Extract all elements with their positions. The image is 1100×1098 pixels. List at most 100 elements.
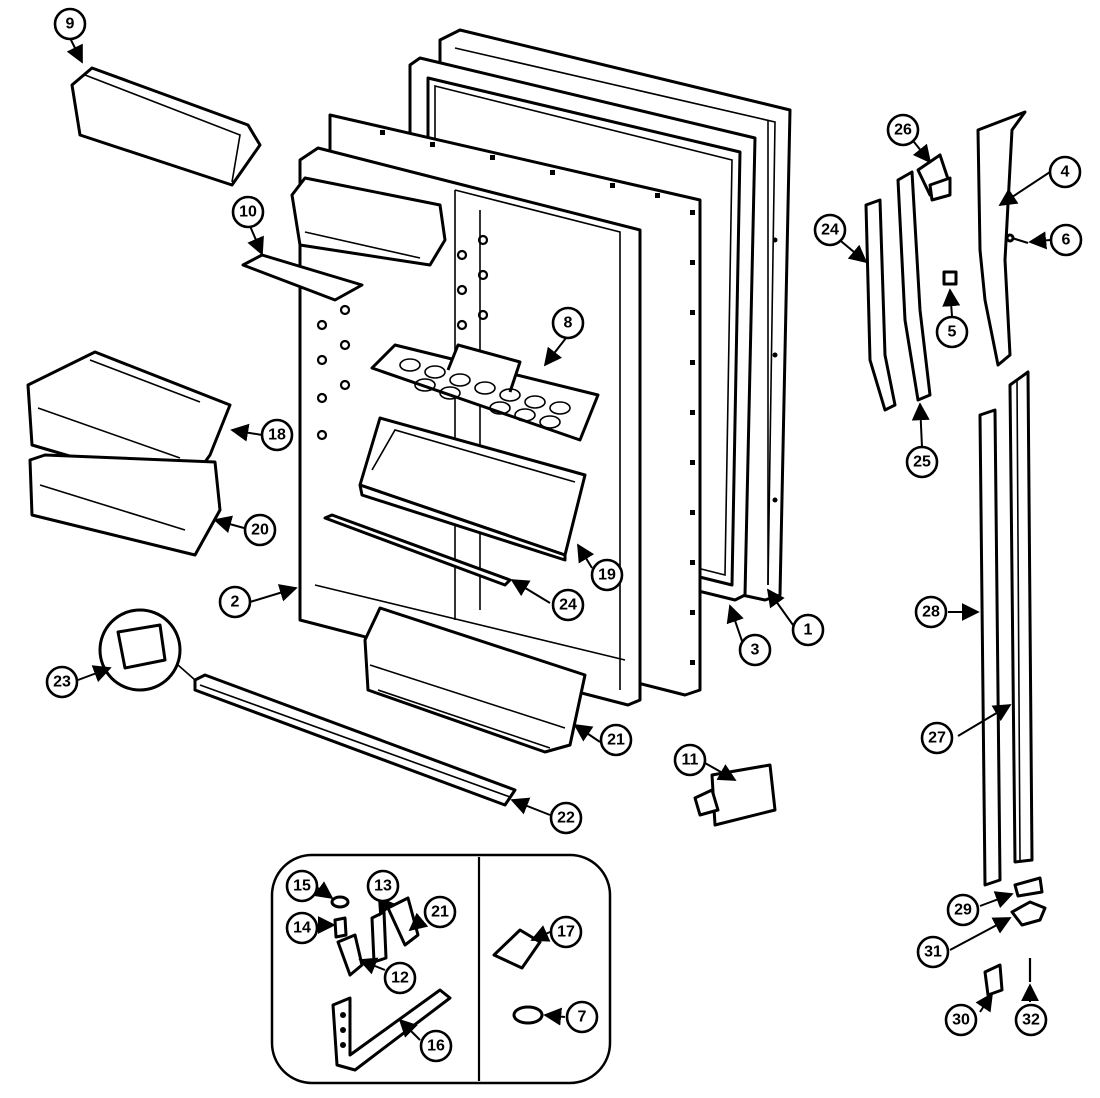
callout-14: 14: [285, 911, 319, 945]
svg-text:13: 13: [374, 878, 392, 895]
dairy-door: [70, 66, 262, 187]
plug-7: [512, 1005, 544, 1025]
callout-2: 2: [218, 585, 252, 619]
callout-28: 28: [914, 595, 948, 629]
svg-text:12: 12: [391, 970, 409, 987]
liner-trim-strip: [323, 513, 512, 587]
callout-26: 26: [886, 113, 920, 147]
callout-9: 9: [53, 7, 87, 41]
callout-7: 7: [565, 1000, 599, 1034]
svg-text:16: 16: [427, 1038, 445, 1055]
svg-text:27: 27: [928, 730, 946, 747]
svg-text:25: 25: [913, 454, 931, 471]
callout-21-shelf: 21: [599, 723, 633, 757]
leader-lines: [66, 37, 1051, 1041]
hinge-4: [976, 110, 1027, 367]
svg-text:20: 20: [251, 522, 269, 539]
dairy-door-handle: [241, 253, 364, 302]
svg-text:22: 22: [557, 810, 575, 827]
callout-16: 16: [419, 1029, 453, 1063]
callout-11: 11: [673, 743, 707, 777]
callout-29: 29: [946, 893, 980, 927]
bushing-14: [333, 916, 348, 939]
screw-6: [1005, 233, 1029, 245]
hinge-cover: [693, 763, 777, 827]
svg-text:10: 10: [239, 204, 257, 221]
callout-1: 1: [791, 613, 825, 647]
callout-12: 12: [383, 961, 417, 995]
callout-27: 27: [920, 721, 954, 755]
hinge-pin-plate-29: [1013, 876, 1044, 898]
svg-text:31: 31: [924, 944, 942, 961]
hinge-31: [1010, 900, 1047, 927]
svg-text:8: 8: [564, 315, 573, 332]
svg-text:4: 4: [1061, 164, 1070, 181]
svg-text:30: 30: [952, 1012, 970, 1029]
svg-text:23: 23: [53, 674, 71, 691]
hinge-cover-30: [983, 963, 1004, 997]
callout-21-inset: 21: [423, 895, 457, 929]
door-shelf-21: [363, 606, 587, 754]
callout-3: 3: [738, 633, 772, 667]
callout-24-handle: 24: [813, 213, 847, 247]
svg-text:24: 24: [559, 597, 577, 614]
svg-text:2: 2: [231, 594, 240, 611]
svg-text:21: 21: [431, 904, 449, 921]
bracket-21-inset: [386, 896, 420, 947]
svg-text:6: 6: [1062, 232, 1071, 249]
svg-text:11: 11: [682, 752, 699, 769]
shelf-bar-end-cap-detail: [98, 608, 196, 692]
hinge-17: [492, 928, 542, 970]
svg-text:14: 14: [293, 920, 311, 937]
callout-10: 10: [231, 195, 265, 229]
svg-text:21: 21: [607, 732, 625, 749]
callout-17: 17: [549, 915, 583, 949]
callout-25: 25: [905, 445, 939, 479]
svg-text:26: 26: [894, 122, 912, 139]
hardware-inset-box: [270, 853, 612, 1085]
callout-18: 18: [260, 418, 294, 452]
svg-text:1: 1: [804, 622, 813, 639]
svg-text:5: 5: [948, 324, 957, 341]
callout-30: 30: [944, 1003, 978, 1037]
callout-31: 31: [916, 935, 950, 969]
svg-text:19: 19: [598, 567, 616, 584]
svg-text:29: 29: [954, 902, 972, 919]
svg-text:32: 32: [1022, 1012, 1040, 1029]
callout-24-liner: 24: [551, 588, 585, 622]
callout-15: 15: [285, 869, 319, 903]
handle-trim-24: [864, 198, 897, 412]
liner-hole-dots: [380, 130, 695, 665]
callout-22: 22: [549, 801, 583, 835]
svg-text:15: 15: [293, 878, 311, 895]
svg-text:3: 3: [751, 642, 760, 659]
callout-32: 32: [1014, 1003, 1048, 1037]
washer-15: [330, 895, 350, 909]
svg-text:24: 24: [821, 222, 839, 239]
svg-text:18: 18: [268, 427, 286, 444]
callout-4: 4: [1048, 155, 1082, 189]
svg-text:9: 9: [66, 16, 75, 33]
callout-23: 23: [45, 665, 79, 699]
callout-20: 20: [243, 513, 277, 547]
handle-trim-28: [978, 408, 1002, 887]
callout-19: 19: [590, 558, 624, 592]
door-shelf-20: [28, 453, 222, 557]
svg-text:28: 28: [922, 604, 940, 621]
shelf-bar: [193, 673, 517, 807]
egg-tray: [370, 343, 600, 442]
hinge-bracket-16: [331, 988, 452, 1072]
plate-13: [370, 910, 388, 964]
svg-text:7: 7: [578, 1009, 587, 1026]
svg-text:17: 17: [557, 924, 575, 941]
callout-6: 6: [1049, 223, 1083, 257]
hinge-bracket-25: [896, 170, 932, 402]
callout-5: 5: [935, 315, 969, 349]
callout-13: 13: [366, 869, 400, 903]
hinge-plate-26: [916, 153, 952, 202]
liner-shelf-pegs: [316, 234, 489, 441]
egg-tray-cups: [399, 358, 571, 429]
callout-8: 8: [551, 306, 585, 340]
handle-trim-27: [1008, 370, 1034, 864]
